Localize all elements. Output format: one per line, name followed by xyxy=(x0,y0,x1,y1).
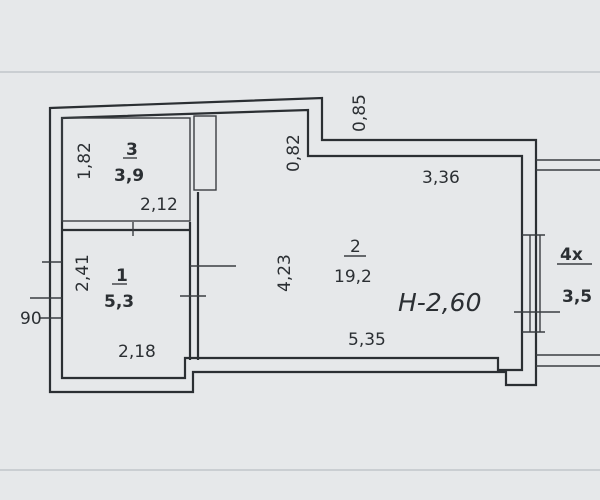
dimension-labels: 0,85 0,82 1,82 2,12 3,36 4,23 5,35 2,41 … xyxy=(20,94,460,362)
dim-room1-width: 2,18 xyxy=(118,342,156,362)
room-labels: 3 3,9 1 5,3 2 19,2 4х 3,5 xyxy=(104,140,592,312)
ceiling-height-label: Н-2,60 xyxy=(398,288,481,317)
dim-main-height: 4,23 xyxy=(275,254,295,292)
dim-room1-height: 2,41 xyxy=(73,254,93,292)
room-4-number: 4х xyxy=(560,245,583,265)
room-1-area: 5,3 xyxy=(104,292,134,312)
room-2-area: 19,2 xyxy=(334,267,372,287)
room-4-area: 3,5 xyxy=(562,287,592,307)
room-1-number: 1 xyxy=(116,266,128,286)
room-3-area: 3,9 xyxy=(114,166,144,186)
dim-outer-top-gap: 0,85 xyxy=(350,94,370,132)
background-lines xyxy=(0,71,600,471)
dim-left-partial: 90 xyxy=(20,309,42,329)
dim-main-top-width: 3,36 xyxy=(422,168,460,188)
partitions xyxy=(30,115,560,360)
room-3-number: 3 xyxy=(126,140,138,160)
outer-walls xyxy=(48,96,538,394)
dim-closet-step: 0,82 xyxy=(284,134,304,172)
dim-main-bottom-width: 5,35 xyxy=(348,330,386,350)
dim-room3-height: 1,82 xyxy=(75,142,95,180)
balcony xyxy=(522,159,600,367)
room-2-number: 2 xyxy=(350,237,361,257)
dim-room3-width: 2,12 xyxy=(140,195,178,215)
